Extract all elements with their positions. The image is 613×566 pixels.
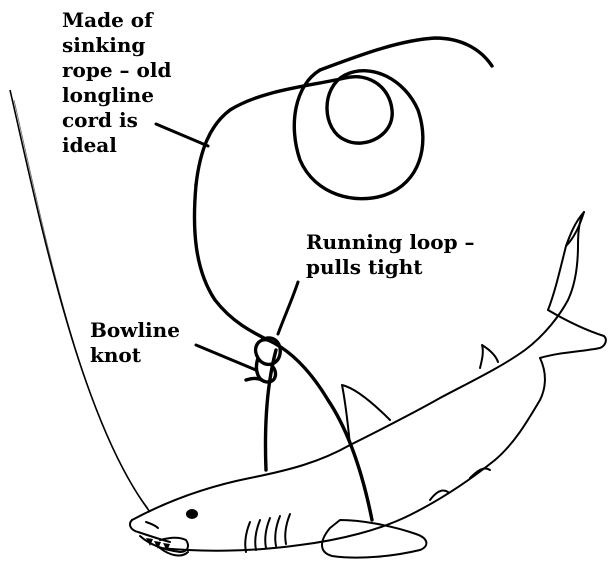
rope-label-line: Made of — [62, 8, 171, 33]
bowline-leader-line — [196, 345, 256, 370]
rope-label-line: rope – old — [62, 58, 171, 83]
running-loop — [268, 340, 372, 520]
rope-label-line: longline — [62, 83, 171, 108]
rope-label-line: cord is — [62, 108, 171, 133]
shark-tail-lower — [540, 310, 606, 358]
rope-coil — [196, 70, 423, 199]
shark-second-dorsal — [480, 345, 498, 368]
rope-main-line — [194, 185, 268, 340]
running-loop-label-line: Running loop – — [306, 230, 475, 255]
shark-eye — [186, 509, 198, 519]
running-loop-leader-line — [278, 282, 298, 334]
rope-label: Made of sinking rope – old longline cord… — [62, 8, 171, 158]
bowline-label-line: knot — [90, 343, 180, 368]
shark-teeth — [146, 538, 170, 551]
running-loop-label-line: pulls tight — [306, 255, 475, 280]
shark-gill-slit — [275, 516, 280, 546]
shark-belly-outline — [160, 358, 545, 551]
shark-gill-slit — [245, 522, 250, 552]
rope-end — [320, 38, 492, 70]
shark-gill-slit — [255, 520, 260, 550]
shark-gill-slit — [265, 518, 270, 548]
rope-label-line: ideal — [62, 133, 171, 158]
fishing-line-shadow — [14, 100, 148, 508]
bowline-label: Bowline knot — [90, 318, 180, 368]
shark-gill-slit — [285, 514, 290, 544]
bowline-label-line: Bowline — [90, 318, 180, 343]
running-loop-label: Running loop – pulls tight — [306, 230, 475, 280]
rope-label-line: sinking — [62, 33, 171, 58]
shark-tail-upper — [566, 212, 584, 246]
